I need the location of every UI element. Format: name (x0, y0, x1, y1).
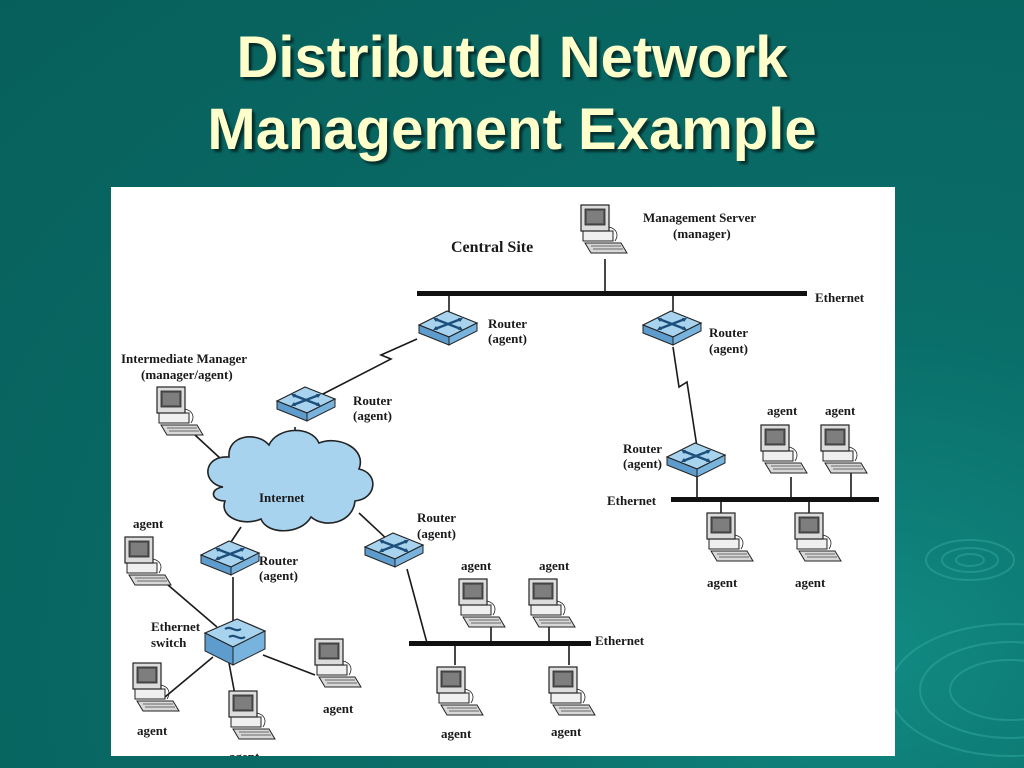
router-switch-site-label: Router (259, 553, 298, 568)
central-ethernet-bus (417, 291, 807, 296)
agent-left-label: agent (133, 516, 164, 531)
agent-right-bottom-1-label: agent (707, 575, 738, 590)
agent-right-bottom-2-label: agent (795, 575, 826, 590)
pc-right-top-2-icon (820, 424, 868, 474)
intermediate-manager-role: (manager/agent) (141, 367, 233, 382)
router-right-site-label: Router (623, 441, 662, 456)
central-site-label: Central Site (451, 239, 533, 256)
pc-middle-top-1-icon (458, 578, 506, 628)
connections (160, 259, 852, 698)
agent-bottom-left-label: agent (137, 723, 168, 738)
management-server-icon (580, 204, 628, 254)
router-middle-site-role: (agent) (417, 526, 456, 541)
central-ethernet-label: Ethernet (815, 290, 865, 305)
agent-middle-top-2-label: agent (539, 558, 570, 573)
ethernet-switch-label-1: Ethernet (151, 619, 201, 634)
internet-label: Internet (259, 490, 305, 505)
pc-switch-right-icon (314, 638, 362, 688)
router-central-right-label: Router (709, 325, 748, 340)
pc-middle-bottom-1-icon (436, 666, 484, 716)
router-switch-site-role: (agent) (259, 568, 298, 583)
right-ethernet-bus (671, 497, 879, 502)
pc-right-bottom-2-icon (794, 512, 842, 562)
pc-left-agent-icon (124, 536, 172, 586)
router-central-left-role: (agent) (488, 331, 527, 346)
internet-cloud (207, 429, 374, 532)
management-server-label: Management Server (643, 210, 756, 225)
router-central-left-icon (417, 309, 479, 347)
network-diagram-svg: Central Site Management Server (manager)… (121, 204, 879, 756)
middle-ethernet-bus (409, 641, 591, 646)
ethernet-switch-icon (203, 618, 267, 666)
middle-ethernet-label: Ethernet (595, 633, 645, 648)
agent-middle-top-1-label: agent (461, 558, 492, 573)
router-internet-role: (agent) (353, 408, 392, 423)
router-central-right-icon (641, 309, 703, 347)
network-diagram: Central Site Management Server (manager)… (111, 187, 895, 756)
router-right-site-icon (665, 441, 727, 479)
agent-switch-right-label: agent (323, 701, 354, 716)
agent-bottom-center-label: agent (229, 749, 260, 756)
intermediate-manager-icon (156, 386, 204, 436)
pc-right-bottom-1-icon (706, 512, 754, 562)
router-right-site-role: (agent) (623, 456, 662, 471)
router-central-left-label: Router (488, 316, 527, 331)
management-server-role: (manager) (673, 226, 731, 241)
ethernet-switch-label-2: switch (151, 635, 187, 650)
router-central-right-role: (agent) (709, 341, 748, 356)
router-internet-label: Router (353, 393, 392, 408)
pc-middle-top-2-icon (528, 578, 576, 628)
agent-middle-bottom-2-label: agent (551, 724, 582, 739)
pc-bottom-left-icon (132, 662, 180, 712)
agent-middle-bottom-1-label: agent (441, 726, 472, 741)
pc-right-top-1-icon (760, 424, 808, 474)
agent-right-top-1-label: agent (767, 403, 798, 418)
right-ethernet-label: Ethernet (607, 493, 657, 508)
pc-middle-bottom-2-icon (548, 666, 596, 716)
router-switch-site-icon (199, 539, 261, 577)
title-line-1: Distributed Network (236, 25, 788, 90)
pc-bottom-center-icon (228, 690, 276, 740)
router-middle-site-label: Router (417, 510, 456, 525)
intermediate-manager-label: Intermediate Manager (121, 351, 247, 366)
agent-right-top-2-label: agent (825, 403, 856, 418)
slide-title: Distributed Network Management Example (0, 22, 1024, 166)
router-middle-site-icon (363, 531, 425, 569)
title-line-2: Management Example (207, 97, 817, 162)
